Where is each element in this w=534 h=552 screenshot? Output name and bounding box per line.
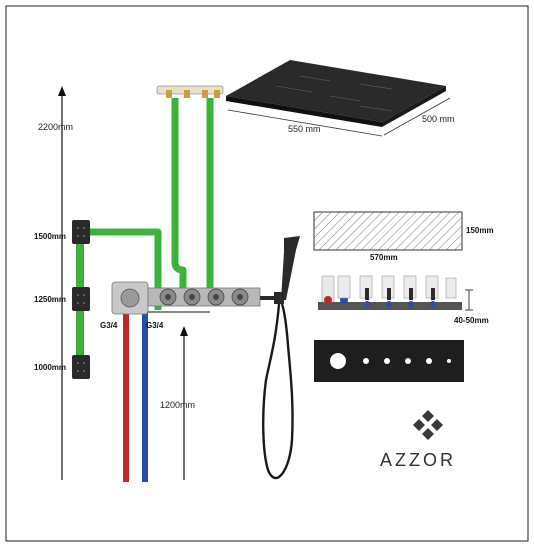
azzor-logo-mark-icon [413, 410, 443, 440]
jet-2-height-label: 1250mm [34, 295, 66, 304]
mixer-valve-body: G3/4 G3/4 [100, 281, 261, 330]
green-pipes [76, 98, 214, 370]
wall-depth-label: 40-50mm [454, 316, 489, 325]
supply-pipes [123, 312, 148, 482]
cold-connection-label: G3/4 [146, 321, 164, 330]
box-height-label: 150mm [466, 226, 494, 235]
mixer-height-label: 1200mm [160, 400, 195, 410]
frame-border [5, 5, 529, 542]
box-length-label: 570mm [370, 253, 398, 262]
head-width-label: 550 mm [288, 124, 321, 134]
body-jet-bottom [72, 355, 90, 379]
body-jet-top [72, 220, 90, 244]
concealed-box-dimension: 150mm 570mm [313, 211, 494, 262]
brand-name: AZZOR [380, 450, 456, 470]
total-height-label: 2200mm [38, 122, 73, 132]
hand-shower-head [281, 236, 300, 300]
cover-plate [314, 340, 464, 382]
ceiling-connector [156, 85, 224, 98]
total-height-dimension: 2200mm [38, 86, 73, 480]
hand-shower [260, 236, 300, 479]
head-depth-dimension: 500 mm [383, 97, 455, 136]
shower-hose [262, 303, 294, 479]
valve-body-side-view: 40-50mm [318, 275, 489, 325]
jet-3-height-label: 1000mm [34, 363, 66, 372]
rain-shower-head [226, 60, 446, 127]
hot-connection-label: G3/4 [100, 321, 118, 330]
jet-feed-pipe [80, 228, 162, 310]
head-width-dimension: 550 mm [227, 109, 383, 137]
jet-1-height-label: 1500mm [34, 232, 66, 241]
mixer-height-dimension: 1200mm [160, 326, 195, 480]
azzor-logo: AZZOR [380, 410, 456, 470]
ceiling-pipe-left [171, 98, 187, 294]
body-jet-middle [72, 287, 90, 311]
head-depth-label: 500 mm [422, 114, 455, 124]
body-jets: 1500mm 1250mm 1000mm [34, 220, 90, 379]
